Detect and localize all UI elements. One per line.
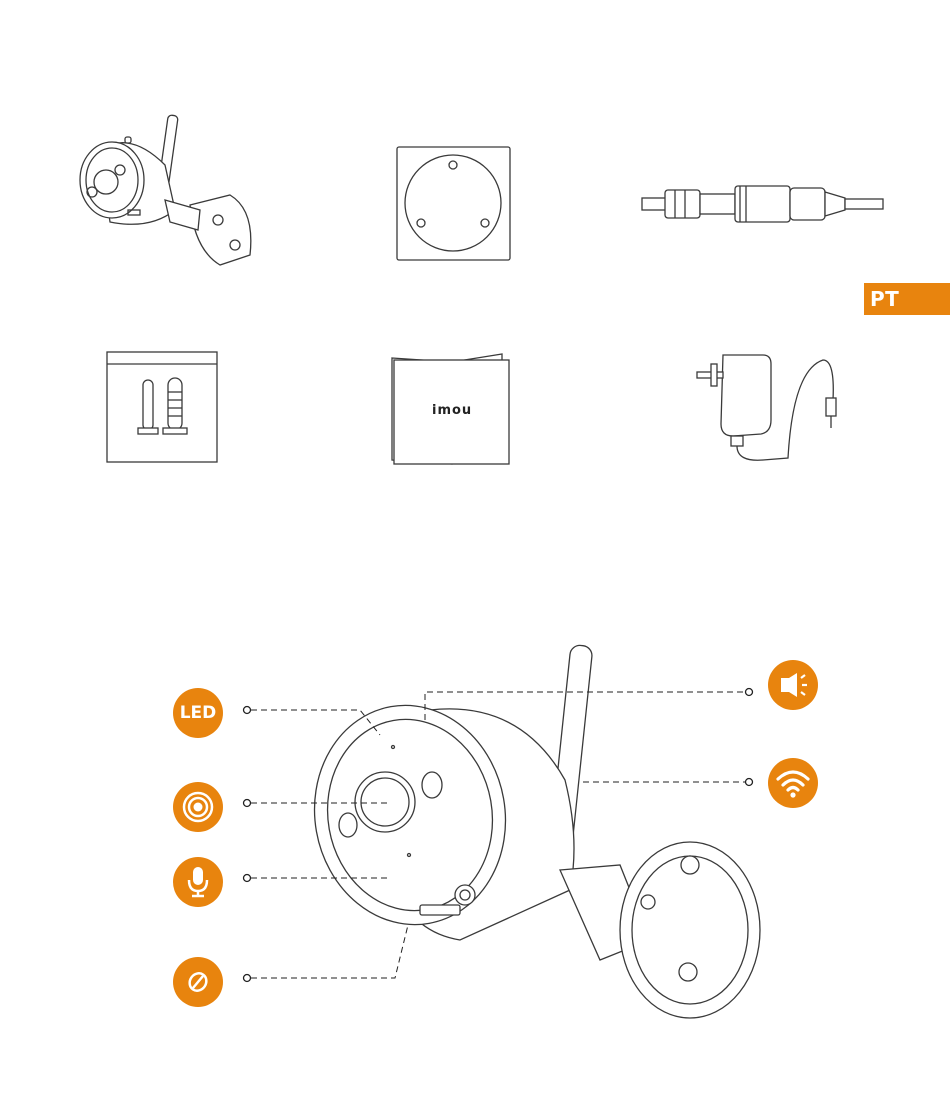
microphone-icon [173,857,223,907]
speaker-icon [768,660,818,710]
reset-icon [173,957,223,1007]
led-label: LED [180,703,217,723]
wifi-icon [768,758,818,808]
led-icon: LED [173,688,223,738]
lens-icon [173,782,223,832]
